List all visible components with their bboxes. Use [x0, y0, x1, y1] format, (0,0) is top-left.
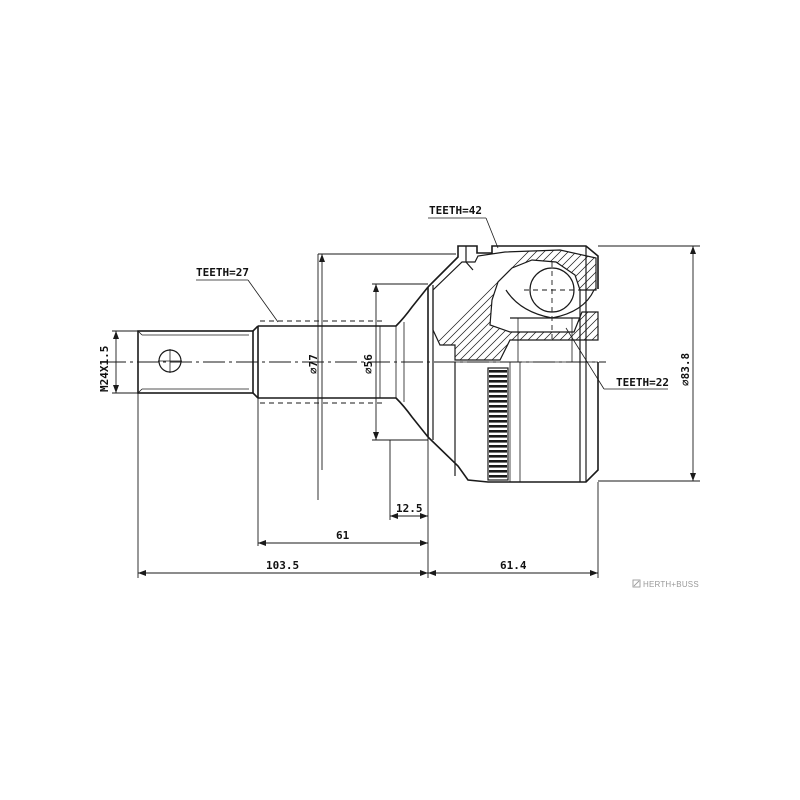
ball-and-cage — [505, 262, 595, 362]
brand-mark-icon — [632, 579, 641, 588]
dim-thread — [112, 330, 138, 394]
label-teeth-42: TEETH=42 — [429, 204, 482, 217]
threaded-stub — [137, 330, 254, 394]
section-outline — [432, 249, 599, 361]
extension-lines — [137, 393, 599, 578]
splined-shaft — [252, 320, 385, 404]
label-thread: M24X1.5 — [98, 346, 111, 392]
dim-dia-77 — [317, 253, 456, 500]
dim-61-4 — [428, 570, 598, 576]
label-dim-103-5: 103.5 — [266, 559, 299, 572]
brand-logo: HERTH+BUSS — [632, 579, 699, 589]
shaft-neck — [380, 286, 429, 438]
label-teeth-22: TEETH=22 — [616, 376, 669, 389]
label-dia-83-8: ⌀83.8 — [679, 353, 692, 386]
dim-61 — [258, 540, 428, 546]
dim-dia-83-8 — [598, 245, 700, 482]
brand-name: HERTH+BUSS — [643, 580, 699, 589]
label-dia-56: ⌀56 — [362, 354, 375, 374]
abs-ring-teeth — [489, 370, 507, 478]
leader-lines — [196, 217, 668, 390]
label-teeth-27: TEETH=27 — [196, 266, 249, 279]
label-dia-77: ⌀77 — [307, 354, 320, 374]
dim-12-5 — [390, 513, 428, 519]
label-dim-12-5: 12.5 — [396, 502, 423, 515]
dim-dia-56 — [372, 283, 428, 441]
abs-ring — [487, 367, 509, 481]
dim-103-5 — [138, 570, 428, 576]
label-dim-61: 61 — [336, 529, 350, 542]
section-hatching — [433, 250, 598, 360]
label-dim-61-4: 61.4 — [500, 559, 527, 572]
